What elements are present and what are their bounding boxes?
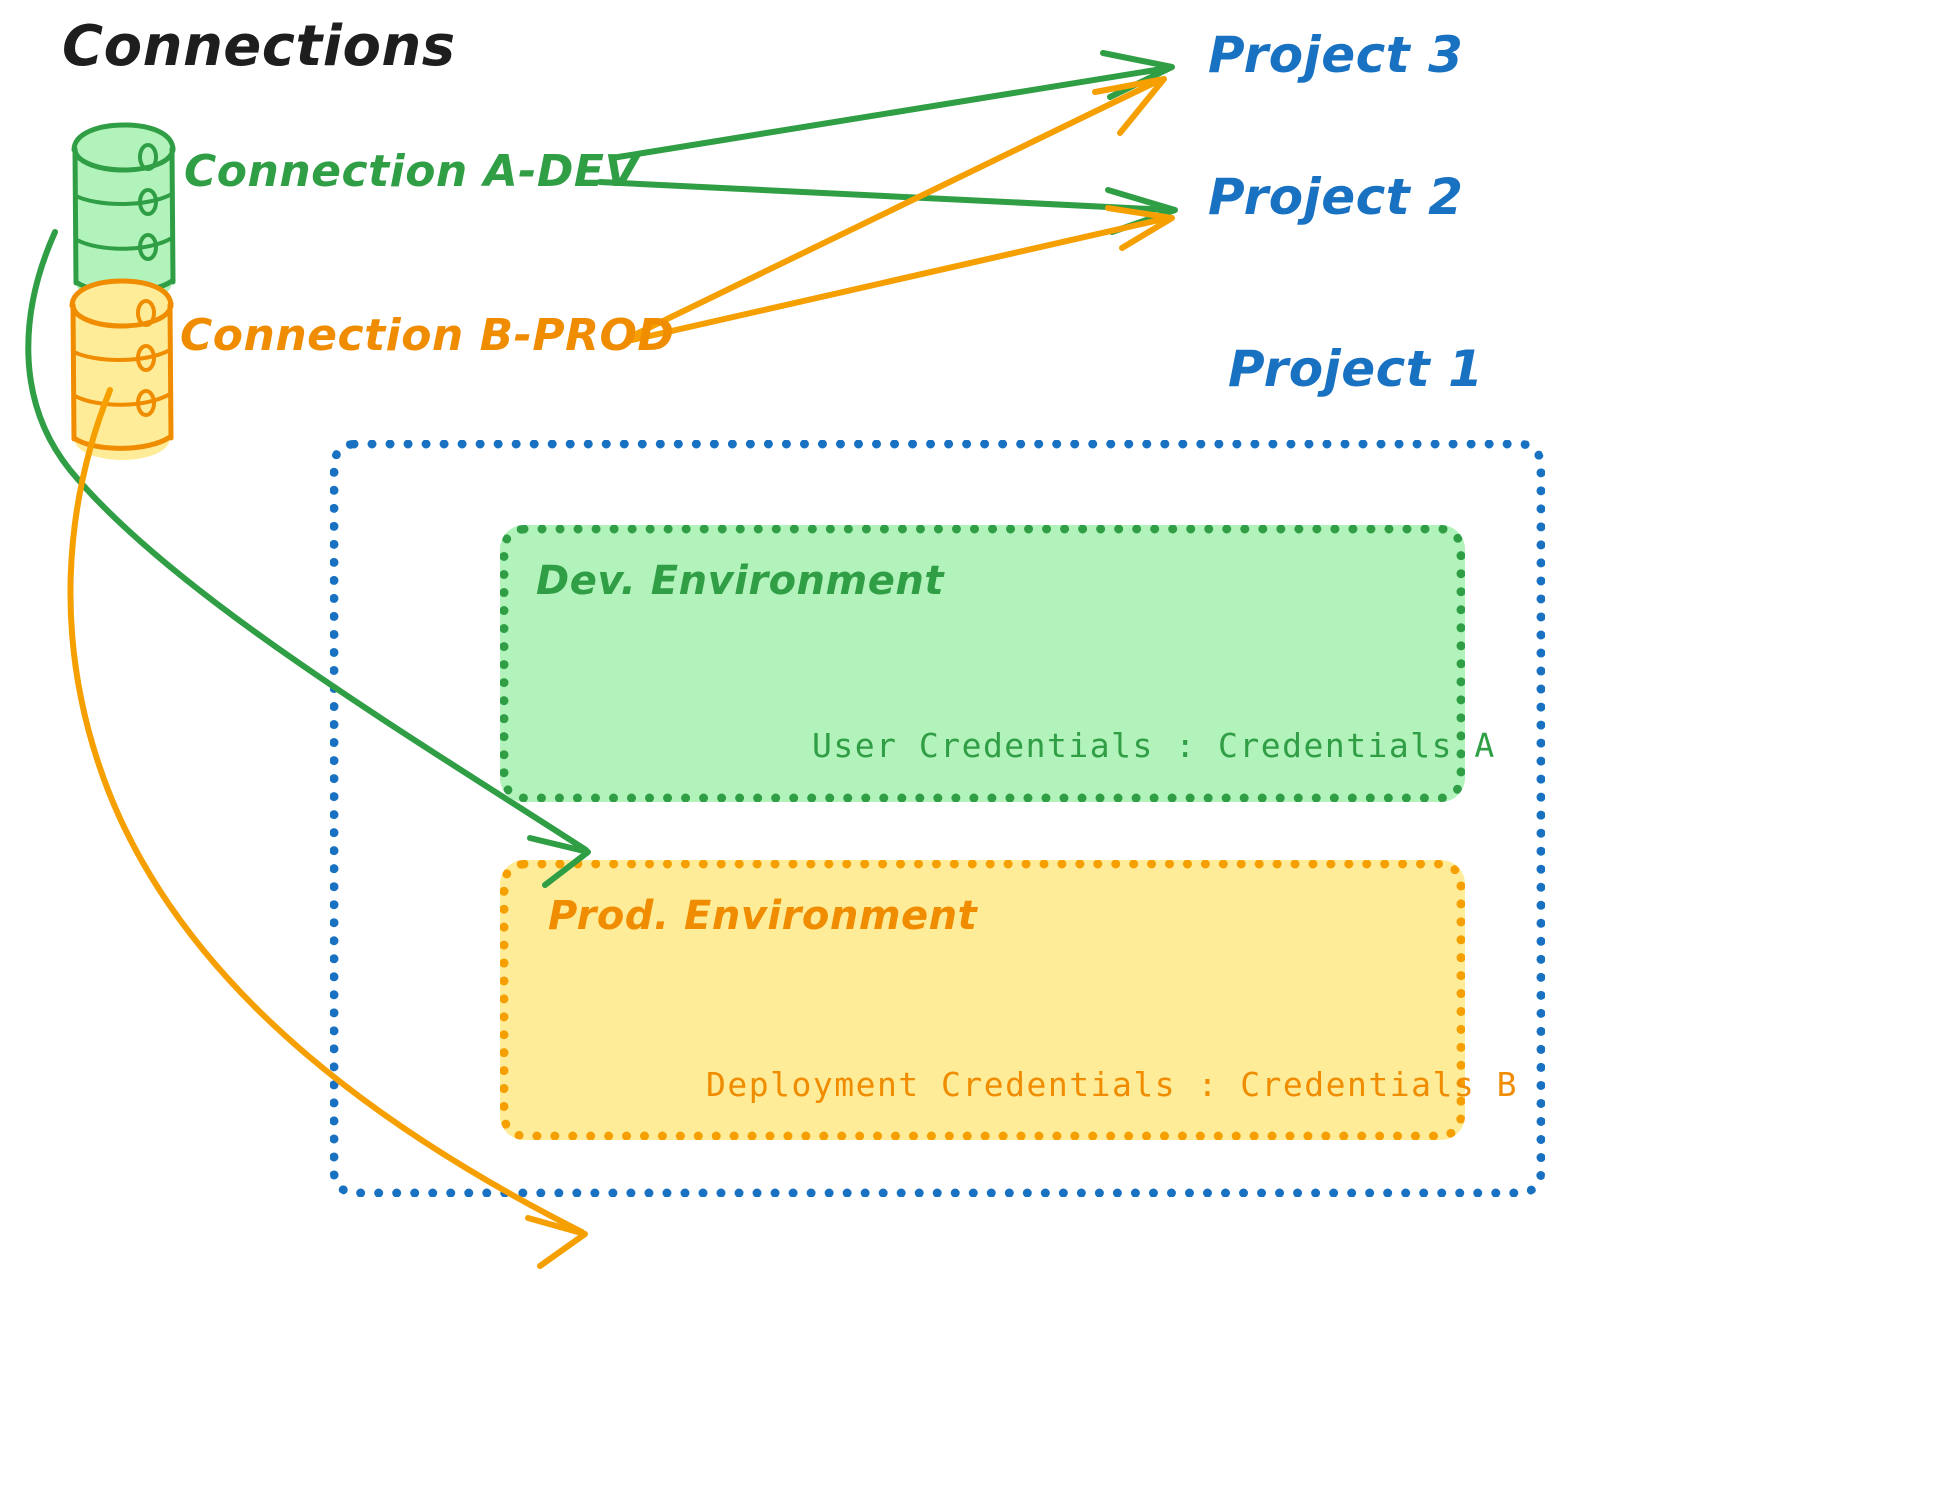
edge-a-dev-to-dev-environment (25, 229, 591, 888)
project-3-label[interactable]: Project 3 (1208, 26, 1464, 84)
connection-a-dev-label[interactable]: Connection A-DEV (184, 146, 640, 197)
dev-environment-credentials: User Credentials : Credentials A (812, 726, 1496, 765)
edge-a-dev-to-project3 (609, 50, 1175, 161)
database-cylinder-icon-a-dev[interactable] (71, 122, 176, 304)
prod-environment-box[interactable] (500, 860, 1465, 1140)
connection-b-prod-label[interactable]: Connection B-PROD (180, 310, 675, 361)
page-title: Connections (62, 14, 456, 79)
project-1-label[interactable]: Project 1 (1228, 340, 1484, 398)
edge-a-dev-to-project2 (597, 179, 1178, 235)
prod-environment-credentials: Deployment Credentials : Credentials B (706, 1065, 1518, 1104)
prod-environment-title: Prod. Environment (548, 893, 978, 939)
edge-b-prod-to-project2 (629, 205, 1175, 343)
edge-b-prod-to-project3 (629, 76, 1167, 339)
project1-container-box (330, 440, 1545, 1197)
dev-environment-title: Dev. Environment (536, 558, 944, 604)
database-cylinder-icon-b-prod[interactable] (69, 278, 174, 460)
dev-environment-box[interactable] (500, 525, 1465, 802)
edge-b-prod-to-prod-environment (67, 387, 588, 1269)
project-2-label[interactable]: Project 2 (1208, 168, 1464, 226)
